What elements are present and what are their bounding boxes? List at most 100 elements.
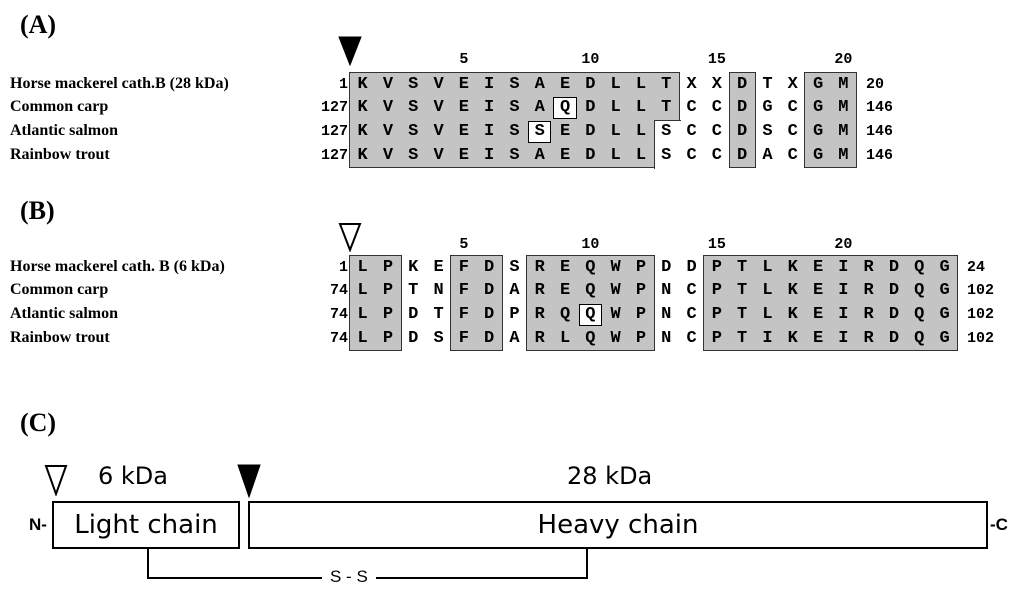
conserved-block bbox=[526, 255, 655, 351]
residue: I bbox=[838, 281, 849, 300]
residue: I bbox=[484, 146, 495, 165]
light-chain-label: Light chain bbox=[74, 510, 218, 540]
residue: I bbox=[484, 122, 495, 141]
residue: T bbox=[433, 305, 444, 324]
residue: G bbox=[939, 305, 950, 324]
residue: R bbox=[863, 329, 874, 348]
sequence-start-number: 74 bbox=[329, 282, 348, 299]
residue: V bbox=[433, 98, 444, 117]
residue: F bbox=[458, 258, 469, 277]
residue: E bbox=[559, 122, 571, 141]
residue: E bbox=[559, 281, 571, 300]
residue: L bbox=[357, 329, 368, 348]
residue: Q bbox=[585, 281, 596, 300]
residue: R bbox=[863, 258, 874, 277]
residue: Q bbox=[914, 329, 925, 348]
residue: K bbox=[357, 98, 368, 117]
residue: S bbox=[509, 122, 520, 141]
position-tick-label: 10 bbox=[581, 236, 600, 253]
residue: C bbox=[686, 122, 697, 141]
variant-residue-box bbox=[578, 304, 602, 326]
residue: S bbox=[408, 98, 419, 117]
residue: K bbox=[357, 75, 368, 94]
residue: S bbox=[509, 75, 520, 94]
position-tick-label: 10 bbox=[581, 51, 600, 68]
residue: D bbox=[888, 305, 900, 324]
residue: D bbox=[888, 329, 900, 348]
heavy-chain-mass: 28 kDa bbox=[567, 462, 653, 490]
residue: G bbox=[939, 258, 950, 277]
residue: S bbox=[661, 146, 672, 165]
residue: D bbox=[484, 329, 495, 348]
sequence-end-number: 102 bbox=[967, 306, 995, 323]
residue: L bbox=[635, 146, 647, 165]
light-chain-mass: 6 kDa bbox=[98, 462, 168, 490]
residue: V bbox=[433, 75, 444, 94]
species-label: Common carp bbox=[10, 98, 109, 115]
residue: X bbox=[686, 75, 697, 94]
residue: Q bbox=[914, 305, 925, 324]
residue: Q bbox=[585, 258, 596, 277]
sequence-start-number: 1 bbox=[338, 259, 348, 276]
position-tick-label: 20 bbox=[834, 51, 853, 68]
residue: R bbox=[534, 281, 545, 300]
residue: E bbox=[458, 122, 469, 141]
residue: C bbox=[686, 98, 697, 117]
residue: L bbox=[762, 258, 773, 277]
unshaded-notch bbox=[654, 120, 682, 169]
residue: V bbox=[433, 122, 444, 141]
variant-residue-box bbox=[553, 97, 577, 119]
residue: W bbox=[610, 258, 621, 277]
residue: D bbox=[737, 146, 748, 165]
residue: M bbox=[838, 98, 849, 117]
conserved-block bbox=[349, 255, 402, 351]
residue: S bbox=[433, 329, 444, 348]
open-triangle-icon bbox=[338, 223, 362, 252]
residue: S bbox=[762, 122, 773, 141]
residue: K bbox=[787, 281, 798, 300]
sequence-end-number: 146 bbox=[866, 147, 894, 164]
residue: L bbox=[762, 305, 773, 324]
residue: L bbox=[635, 75, 647, 94]
residue: A bbox=[534, 75, 545, 94]
residue: T bbox=[661, 98, 672, 117]
residue: P bbox=[711, 281, 722, 300]
residue: Q bbox=[914, 281, 925, 300]
conserved-block bbox=[728, 72, 756, 168]
conserved-block bbox=[703, 255, 959, 351]
residue: L bbox=[762, 281, 773, 300]
residue: T bbox=[737, 281, 748, 300]
residue: L bbox=[610, 146, 621, 165]
residue: V bbox=[433, 146, 444, 165]
residue: L bbox=[610, 98, 621, 117]
residue: I bbox=[838, 258, 849, 277]
residue: P bbox=[382, 258, 394, 277]
residue: C bbox=[686, 146, 697, 165]
residue: D bbox=[484, 281, 495, 300]
residue: P bbox=[382, 329, 394, 348]
residue: P bbox=[635, 258, 647, 277]
sequence-end-number: 146 bbox=[866, 123, 894, 140]
panel-label-a: (A) bbox=[20, 10, 57, 39]
panel-label-b: (B) bbox=[20, 196, 55, 225]
residue: Q bbox=[559, 305, 571, 324]
residue: R bbox=[863, 305, 874, 324]
residue: N bbox=[661, 305, 672, 324]
residue: E bbox=[458, 146, 469, 165]
residue: T bbox=[737, 305, 748, 324]
residue: E bbox=[458, 75, 469, 94]
residue: G bbox=[762, 98, 773, 117]
residue: S bbox=[408, 146, 419, 165]
species-label: Rainbow trout bbox=[10, 329, 110, 346]
species-label: Rainbow trout bbox=[10, 146, 110, 163]
residue: C bbox=[787, 146, 798, 165]
residue: S bbox=[408, 75, 419, 94]
residue: P bbox=[711, 329, 722, 348]
residue: G bbox=[939, 281, 950, 300]
residue: I bbox=[838, 329, 849, 348]
residue: E bbox=[812, 281, 824, 300]
residue: P bbox=[635, 281, 647, 300]
residue: D bbox=[585, 98, 596, 117]
species-label: Horse mackerel cath. B (6 kDa) bbox=[10, 258, 225, 275]
